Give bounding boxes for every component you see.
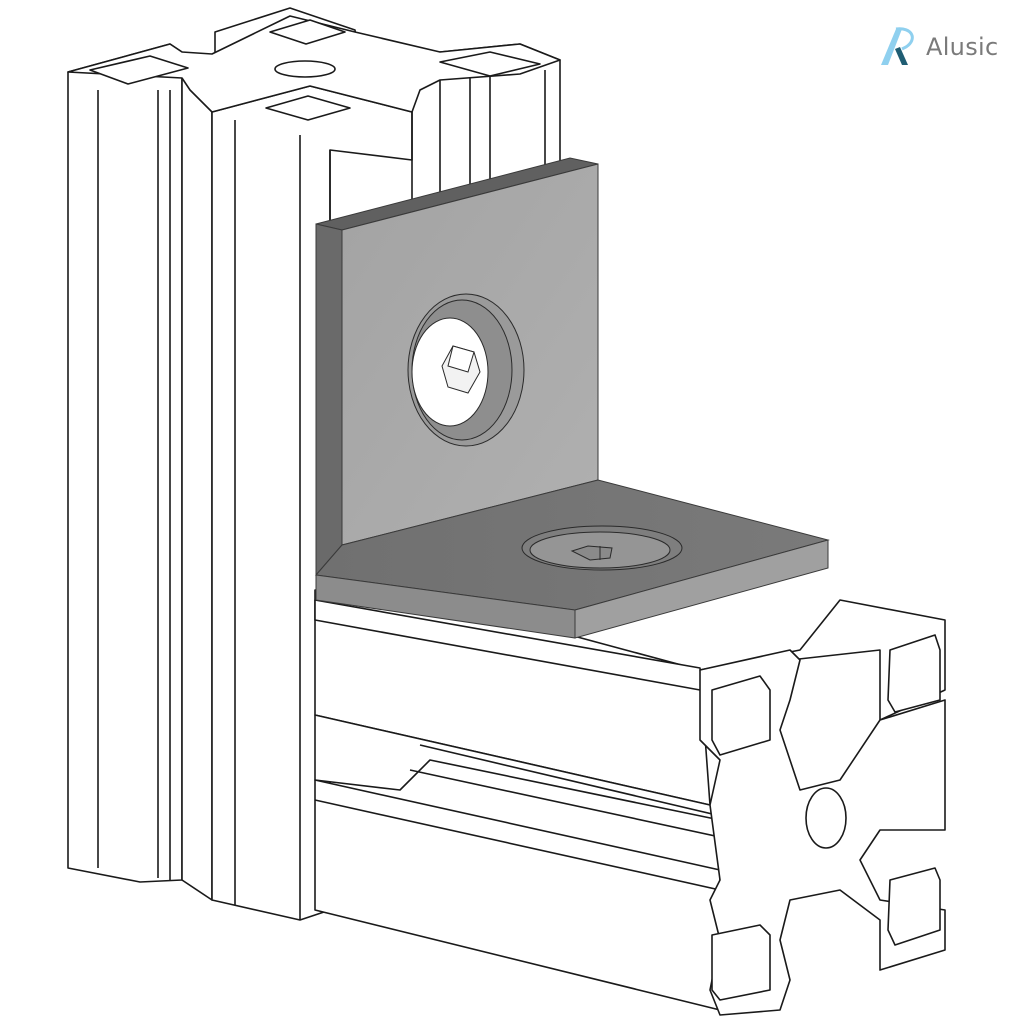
vertical-extrusion (67, 7, 561, 921)
alusic-a-logo-icon (881, 27, 914, 65)
brand-name: Alusic (926, 33, 999, 61)
vertical-bolt-icon (407, 293, 525, 447)
horizontal-extrusion (314, 589, 946, 1016)
horizontal-bolt-icon (521, 525, 683, 571)
brand-logo: Alusic (878, 24, 998, 70)
